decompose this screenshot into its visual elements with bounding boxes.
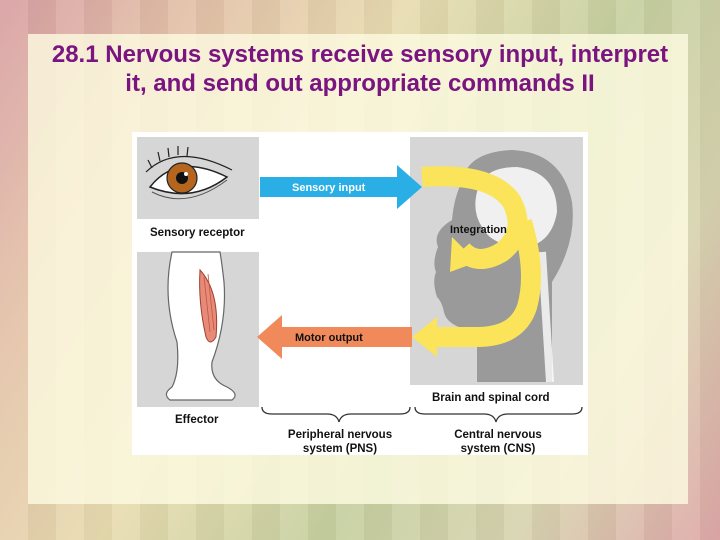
eye-icon [145,146,233,200]
effector-label: Effector [175,414,219,426]
cns-label-line1: Central nervous [454,429,542,441]
integration-loop [421,166,541,347]
motor-loop-arrowhead [412,317,437,357]
brain-spinal-cord-label: Brain and spinal cord [432,392,550,404]
pns-label-line1: Peripheral nervous [287,429,393,441]
cns-bracket [414,406,583,423]
sensory-input-arrow [260,165,422,209]
sensory-input-label: Sensory input [292,182,366,194]
leg-muscle-icon [165,251,236,401]
nervous-system-diagram: Sensory receptor Effector Sensory input … [132,132,588,455]
slide-title: 28.1 Nervous systems receive sensory inp… [51,41,669,97]
sensory-receptor-label: Sensory receptor [150,227,245,239]
motor-output-arrow [257,315,412,359]
diagram-graphics [137,137,583,423]
integration-label: Integration [450,224,507,236]
cns-label: Central nervous system (CNS) [428,428,568,456]
pns-label-line2: system (PNS) [302,443,378,455]
cns-label-line2: system (CNS) [460,443,536,455]
integration-arrowhead [450,237,477,272]
pns-label: Peripheral nervous system (PNS) [272,428,408,456]
motor-output-label: Motor output [295,332,363,344]
pns-bracket [261,406,411,423]
